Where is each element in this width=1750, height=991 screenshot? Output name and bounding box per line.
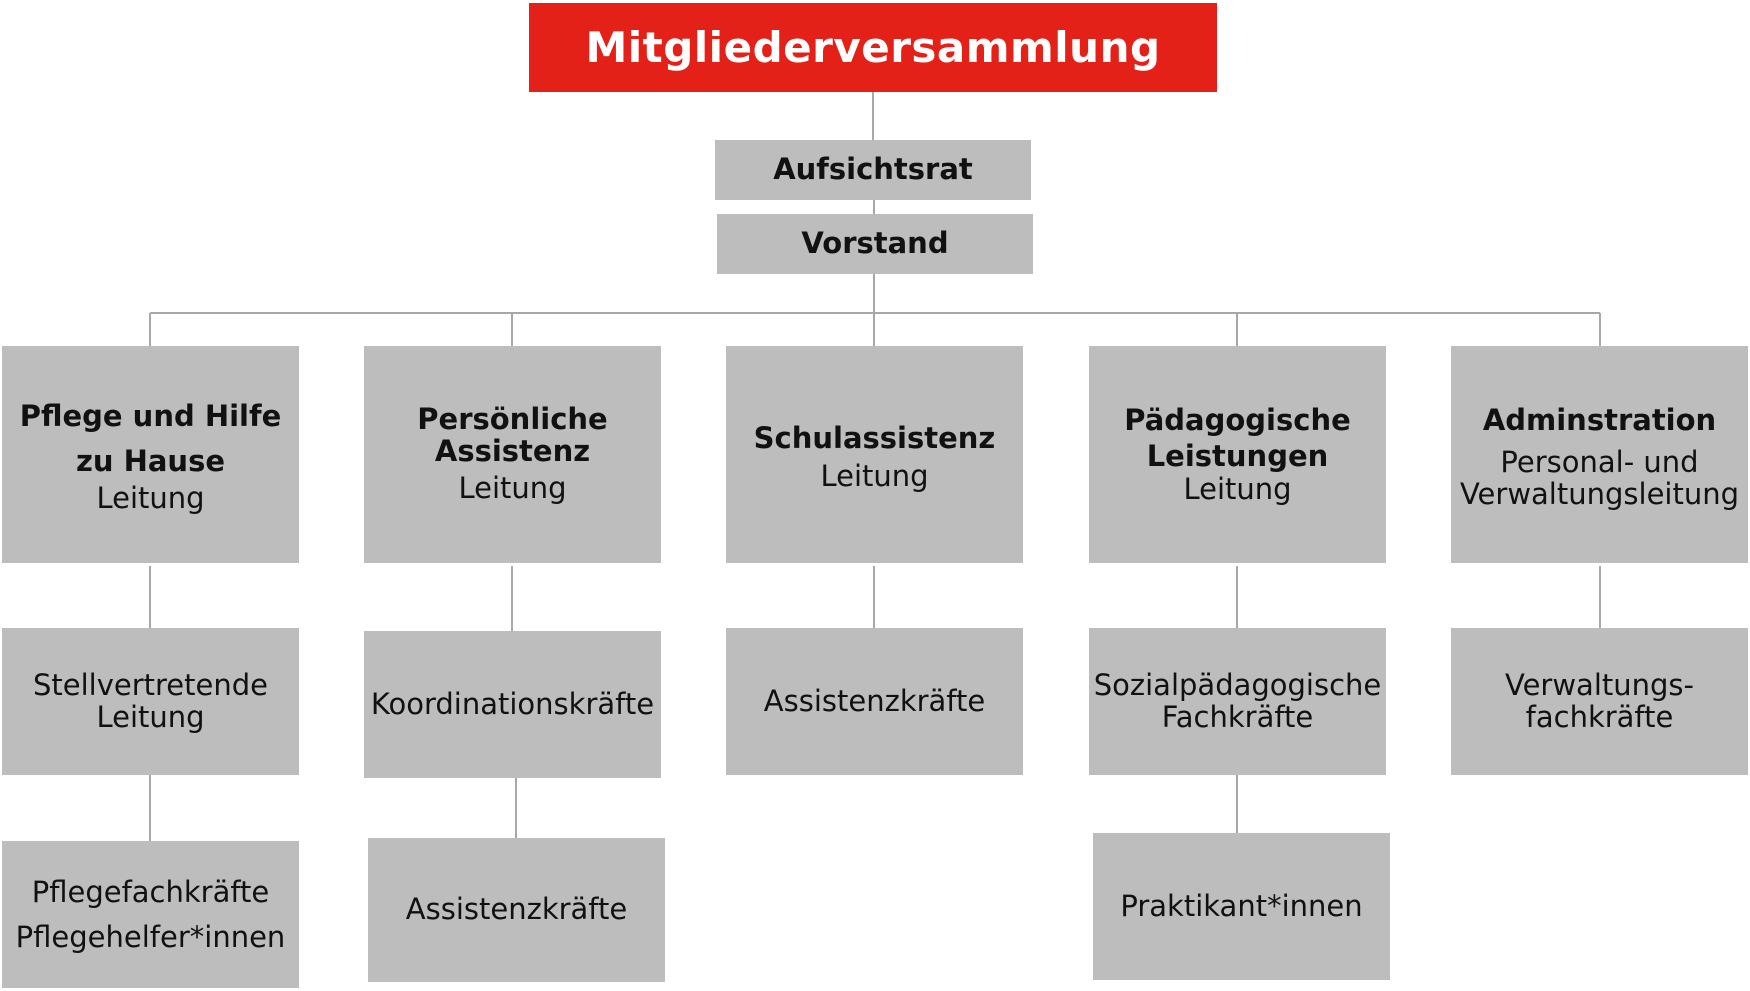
child-box-interns: Praktikant*innen	[1093, 833, 1390, 980]
department-title-line: Assistenz	[434, 433, 591, 468]
supervisory-board-label: Aufsichtsrat	[773, 152, 973, 187]
child-box-assistants: Assistenzkräfte	[368, 838, 665, 982]
department-subtitle-line: Personal- und	[1500, 445, 1699, 480]
executive-board-box: Vorstand	[717, 214, 1033, 274]
department-subtitle-line: Leitung	[820, 459, 929, 494]
department-box-personal-assistance: Persönliche Assistenz Leitung	[364, 346, 661, 563]
child-line: fachkräfte	[1525, 699, 1674, 734]
child-line: Praktikant*innen	[1120, 888, 1363, 923]
child-line: Leitung	[96, 699, 205, 734]
child-box-coordinators: Koordinationskräfte	[364, 631, 661, 778]
child-line: Verwaltungs-	[1504, 667, 1694, 702]
department-title-line: Adminstration	[1482, 403, 1717, 438]
department-title-line: zu Hause	[75, 443, 226, 478]
department-subtitle-line: Leitung	[458, 471, 567, 506]
child-line: Assistenzkräfte	[405, 892, 628, 927]
child-line: Pflegefachkräfte	[31, 874, 270, 909]
child-box-school-assistants: Assistenzkräfte	[726, 628, 1023, 775]
general-assembly-label: Mitgliederversammlung	[585, 23, 1161, 72]
child-box-deputy-lead: Stellvertretende Leitung	[2, 628, 299, 775]
child-line: Pflegehelfer*innen	[15, 919, 286, 954]
department-title-line: Pädagogische	[1124, 403, 1351, 438]
child-line: Sozialpädagogische	[1093, 667, 1382, 702]
department-box-administration: Adminstration Personal- und Verwaltungsl…	[1451, 346, 1748, 563]
child-box-social-pedagogues: Sozialpädagogische Fachkräfte	[1089, 628, 1386, 775]
department-title-line: Pflege und Hilfe	[19, 398, 282, 433]
department-title-line: Schulassistenz	[753, 421, 996, 456]
department-subtitle-line: Leitung	[1183, 471, 1292, 506]
department-title-line: Persönliche	[417, 401, 608, 436]
child-line: Stellvertretende	[32, 667, 268, 702]
child-line: Koordinationskräfte	[370, 686, 655, 721]
department-box-school-assistance: Schulassistenz Leitung	[726, 346, 1023, 563]
executive-board-label: Vorstand	[801, 226, 949, 261]
department-subtitle-line: Leitung	[96, 481, 205, 516]
department-subtitle-line: Verwaltungsleitung	[1459, 476, 1740, 511]
department-title-line: Leistungen	[1146, 438, 1329, 473]
child-line: Assistenzkräfte	[763, 683, 986, 718]
department-box-care-at-home: Pflege und Hilfe zu Hause Leitung	[2, 346, 299, 563]
department-box-pedagogical-services: Pädagogische Leistungen Leitung	[1089, 346, 1386, 563]
child-box-nursing-staff: Pflegefachkräfte Pflegehelfer*innen	[2, 841, 299, 988]
general-assembly-box: Mitgliederversammlung	[529, 3, 1217, 92]
child-line: Fachkräfte	[1161, 699, 1314, 734]
supervisory-board-box: Aufsichtsrat	[715, 140, 1031, 200]
child-box-admin-staff: Verwaltungs- fachkräfte	[1451, 628, 1748, 775]
